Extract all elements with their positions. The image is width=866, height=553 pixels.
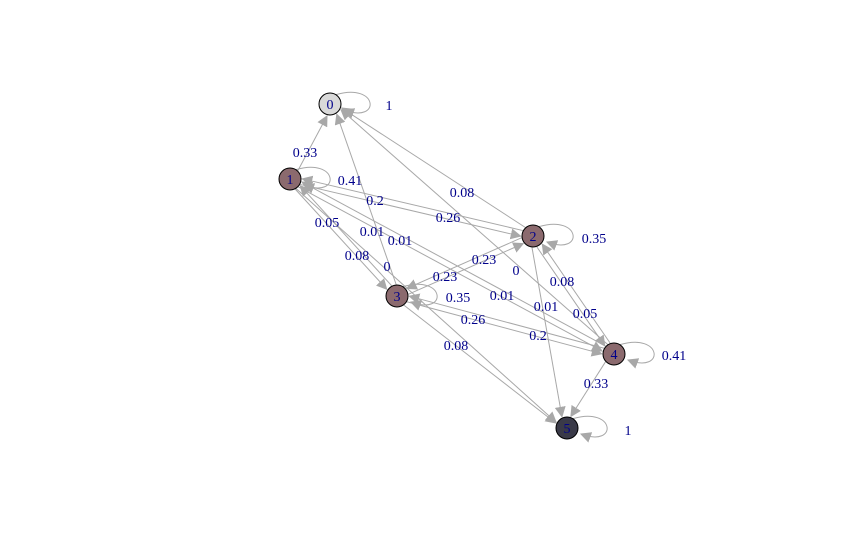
node-label-1: 1: [287, 173, 294, 188]
edge-4-4: [619, 341, 655, 369]
edge-label-1-3: 0.05: [315, 216, 340, 231]
edge-5-5: [572, 415, 608, 443]
node-circle-5: [555, 416, 579, 440]
edge-label-3-2: 0.23: [433, 270, 458, 285]
edge-2-3: [405, 237, 522, 290]
edge-4-2: [541, 243, 611, 344]
node-label-2: 2: [530, 230, 537, 245]
edge-label-5-5: 1: [625, 424, 632, 439]
node-label-0: 0: [327, 98, 334, 113]
edge-3-3: [402, 283, 438, 311]
edge-label-3-5: 0.08: [444, 339, 469, 354]
edge-4-1: [301, 181, 606, 347]
edge-1-3: [294, 188, 388, 290]
edge-label-4-4: 0.41: [662, 349, 687, 364]
edge-label-2-5: 0.01: [534, 300, 559, 315]
node-circle-3: [385, 284, 409, 308]
edge-4-5: [570, 361, 606, 418]
edge-2-0: [340, 107, 526, 228]
edge-label-1-0: 0.33: [293, 146, 318, 161]
edge-label-1-1: 0.41: [338, 174, 363, 189]
edge-label-1-4: 0.01: [388, 234, 413, 249]
edge-label-1-5: 0: [384, 260, 391, 275]
node-4: 4: [602, 342, 626, 366]
edge-1-0: [297, 115, 328, 171]
node-circle-2: [521, 224, 545, 248]
edges-layer: [294, 91, 655, 443]
edge-0-0: [335, 91, 371, 119]
edge-label-4-2: 0.05: [573, 307, 598, 322]
edge-label-1-2: 0.2: [366, 194, 384, 209]
edge-labels-layer: 10.330.410.20.050.0100.080.260.350.230.0…: [293, 99, 687, 439]
edge-4-0: [340, 108, 609, 345]
edge-label-2-3: 0.23: [472, 253, 497, 268]
edge-label-0-0: 1: [386, 99, 393, 114]
node-label-3: 3: [394, 290, 401, 305]
edge-label-2-4: 0.08: [550, 275, 575, 290]
edge-2-4: [536, 246, 606, 347]
node-circle-1: [278, 167, 302, 191]
edge-label-2-1: 0.26: [436, 211, 461, 226]
edge-label-3-3: 0.35: [446, 291, 471, 306]
edge-label-3-1: 0.08: [345, 249, 370, 264]
edge-2-2: [538, 223, 574, 251]
edge-2-5: [531, 247, 566, 418]
node-1: 1: [278, 167, 302, 191]
edge-label-3-0: 0.01: [360, 225, 385, 240]
edge-3-4: [406, 301, 603, 357]
edge-2-1: [301, 175, 524, 232]
node-label-5: 5: [564, 422, 571, 437]
node-0: 0: [318, 92, 342, 116]
edge-label-4-5: 0.33: [584, 377, 609, 392]
nodes-layer: 0 1 2 3 4 5: [278, 92, 626, 440]
node-2: 2: [521, 224, 545, 248]
edge-label-4-1: 0.01: [490, 289, 515, 304]
edge-3-0: [334, 113, 397, 285]
edge-3-2: [408, 242, 525, 295]
edge-3-5: [403, 304, 557, 424]
edge-label-4-0: 0: [513, 264, 520, 279]
edge-4-3: [408, 293, 605, 349]
edge-3-1: [299, 185, 393, 287]
edge-1-2: [299, 183, 522, 240]
edge-label-2-2: 0.35: [582, 232, 607, 247]
node-3: 3: [385, 284, 409, 308]
node-circle-0: [318, 92, 342, 116]
node-label-4: 4: [611, 348, 618, 363]
edge-label-3-4: 0.2: [529, 329, 547, 344]
edge-label-4-3: 0.26: [461, 313, 486, 328]
node-5: 5: [555, 416, 579, 440]
node-circle-4: [602, 342, 626, 366]
edge-label-2-0: 0.08: [450, 186, 475, 201]
